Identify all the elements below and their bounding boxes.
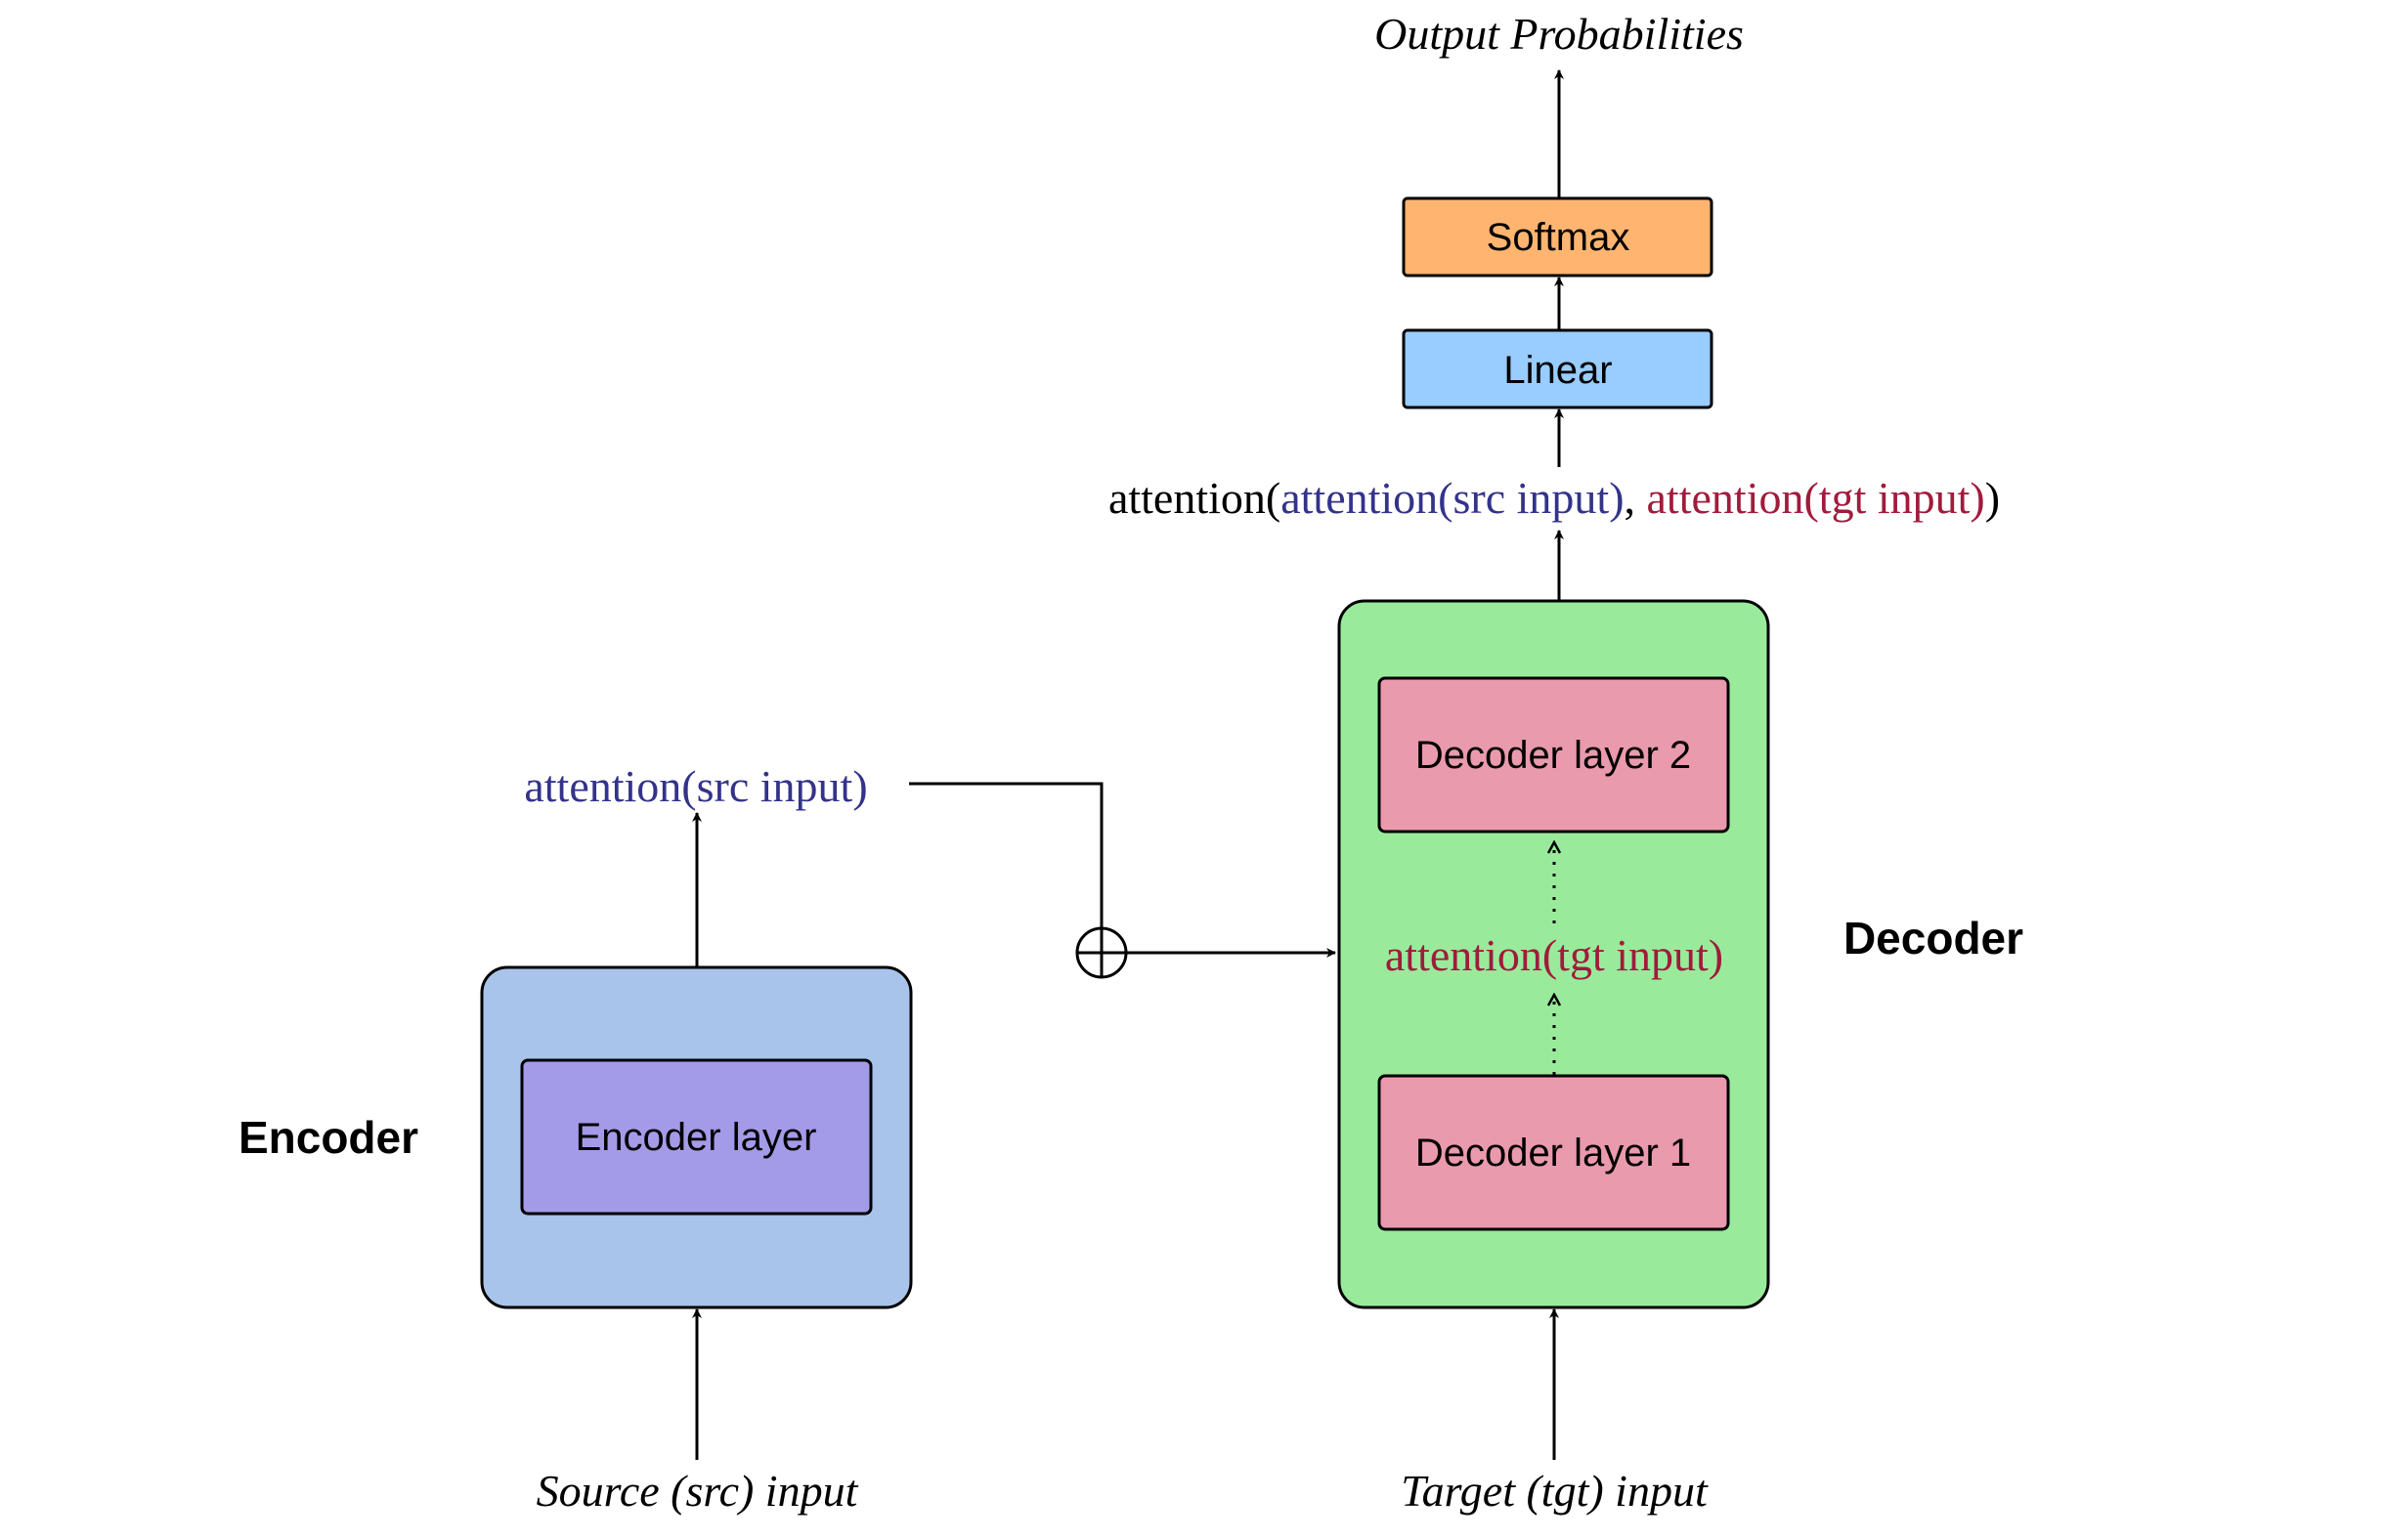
encoder-layer-label: Encoder layer	[576, 1116, 817, 1159]
output-probabilities-label: Output Probabilities	[1374, 9, 1744, 59]
decoder-section-label: Decoder	[1843, 913, 2023, 963]
softmax-rect	[1402, 196, 1713, 278]
combined-suffix: )	[1985, 473, 2000, 523]
linear-box: Linear	[1402, 328, 1713, 409]
softmax-label: Softmax	[1487, 216, 1630, 259]
decoder-layer-1-rect	[1377, 1074, 1730, 1231]
encoder-section-label: Encoder	[238, 1112, 418, 1163]
combined-tgt-part: attention(tgt input)	[1647, 473, 1985, 523]
linear-label: Linear	[1503, 349, 1612, 392]
encoder-output-connector	[909, 782, 1104, 928]
combined-src-part: attention(src input)	[1280, 473, 1624, 523]
decoder-layer-2-label: Decoder layer 2	[1415, 734, 1691, 777]
encoder-layer-rect	[520, 1058, 873, 1216]
sum-node	[1075, 926, 1128, 979]
combined-attention-label: attention(attention(src input), attentio…	[1108, 473, 2000, 523]
source-input-label: Source (src) input	[537, 1466, 859, 1516]
combined-separator: ,	[1625, 473, 1647, 523]
linear-rect	[1402, 328, 1713, 409]
encoder-output-label: attention(src input)	[524, 761, 867, 811]
encoder-block: Encoder layer	[480, 965, 913, 1309]
combined-prefix: attention(	[1108, 473, 1280, 523]
decoder-attention-label: attention(tgt input)	[1385, 930, 1723, 980]
decoder-layer-2-rect	[1377, 676, 1730, 834]
softmax-box: Softmax	[1402, 196, 1713, 278]
decoder-layer-1-label: Decoder layer 1	[1415, 1132, 1691, 1175]
decoder-block: Decoder layer 2 attention(tgt input) Dec…	[1337, 599, 1770, 1309]
target-input-label: Target (tgt) input	[1401, 1466, 1709, 1516]
